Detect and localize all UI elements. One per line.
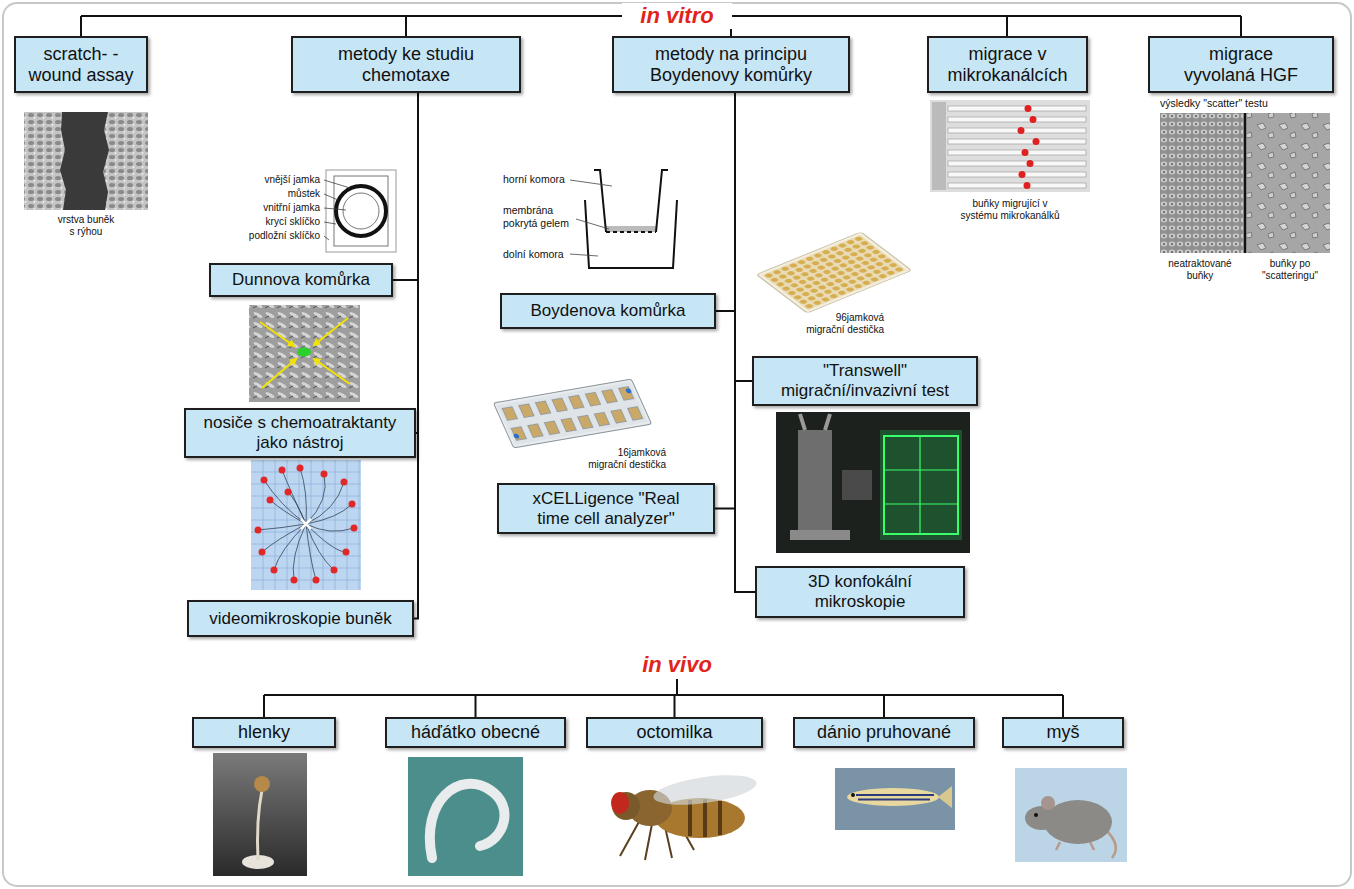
- figure-label: podložní sklíčko: [220, 230, 320, 242]
- box-text: videomikroskopie buněk: [209, 609, 391, 629]
- method-box: 3D konfokální mikroskopie: [755, 566, 965, 618]
- tree-lines: [81, 16, 1241, 717]
- cell-migration-photo: [249, 305, 360, 402]
- method-box: octomilka: [586, 717, 763, 748]
- figure-label: 96jamková migrační destička: [800, 312, 884, 336]
- microchannel-image: [930, 100, 1090, 192]
- figure-label: buňky po "scatteringu": [1254, 258, 1326, 282]
- box-text: Dunnova komůrka: [232, 270, 370, 290]
- method-box: migrace vyvolaná HGF: [1148, 36, 1334, 93]
- box-text: nosiče s chemoatraktanty jako nástroj: [195, 413, 405, 452]
- box-text: "Transwell" migrační/invazivní test: [770, 361, 960, 400]
- section-heading: in vitro: [622, 3, 732, 29]
- tree-connector: [735, 93, 755, 592]
- box-text: migrace vyvolaná HGF: [1181, 44, 1301, 85]
- method-box: xCELLigence "Real time cell analyzer": [497, 483, 715, 534]
- box-text: xCELLigence "Real time cell analyzer": [526, 489, 686, 528]
- box-text: Boydenova komůrka: [531, 301, 686, 321]
- plate-96-well: [756, 232, 911, 313]
- slime-mold-photo: [213, 753, 307, 876]
- method-box: "Transwell" migrační/invazivní test: [752, 356, 978, 406]
- boyden-chamber-drawing: [570, 170, 677, 268]
- tree-connector: [414, 93, 418, 619]
- method-box: videomikroskopie buněk: [187, 600, 414, 637]
- frame: [3, 3, 1351, 886]
- tree-connector: [393, 93, 418, 280]
- dunn-chamber-drawing: [324, 170, 396, 252]
- method-box: Dunnova komůrka: [209, 263, 393, 297]
- box-text: dánio pruhované: [817, 722, 951, 743]
- nematode-photo: [408, 757, 523, 876]
- mouse-photo: [1015, 768, 1127, 862]
- tree-connector: [716, 93, 735, 311]
- box-text: 3D konfokální mikroskopie: [785, 572, 935, 611]
- method-box: migrace v mikrokanálcích: [927, 36, 1088, 93]
- method-box: háďátko obecné: [385, 717, 566, 748]
- method-box: dánio pruhované: [793, 717, 975, 748]
- box-text: octomilka: [636, 722, 712, 743]
- figure-label: výsledky "scatter" testu: [1160, 97, 1330, 110]
- zebrafish-photo: [835, 768, 955, 830]
- method-box: nosiče s chemoatraktanty jako nástroj: [184, 408, 416, 458]
- method-box: metody na principu Boydenovy komůrky: [612, 36, 850, 93]
- figure-label: vnější jamka: [220, 174, 320, 186]
- figure-label: vnitřní jamka: [220, 202, 320, 214]
- box-text: migrace v mikrokanálcích: [939, 44, 1077, 85]
- box-text: hlenky: [238, 722, 290, 743]
- confocal-microscope-photo: [776, 412, 970, 553]
- box-text: háďátko obecné: [411, 722, 540, 743]
- tree-connector: [735, 93, 752, 381]
- figure-label: neatraktované buňky: [1164, 258, 1236, 282]
- box-text: metody na principu Boydenovy komůrky: [631, 44, 831, 85]
- plate-16-well: [493, 379, 651, 448]
- method-box: Boydenova komůrka: [500, 293, 716, 329]
- fruit-fly-photo: [611, 770, 758, 860]
- box-text: metody ke studiu chemotaxe: [321, 44, 491, 85]
- figure-label: můstek: [220, 188, 320, 200]
- box-text: myš: [1047, 722, 1080, 743]
- figure-label: buňky migrující v systému mikrokanálků: [960, 198, 1060, 222]
- scratch-image: [24, 112, 148, 210]
- tracking-plot: [251, 460, 361, 590]
- section-heading: in vivo: [627, 652, 727, 678]
- method-box: myš: [1002, 717, 1124, 748]
- figure-label: krycí sklíčko: [220, 216, 320, 228]
- tree-connector: [715, 93, 735, 509]
- figure-label: dolní komora: [503, 248, 583, 261]
- scatter-test-images: [1160, 113, 1330, 253]
- method-box: scratch- -wound assay: [14, 36, 148, 93]
- box-text: scratch- -wound assay: [24, 44, 138, 85]
- figure-label: vrstva buněk s rýhou: [56, 214, 116, 238]
- method-box: metody ke studiu chemotaxe: [291, 36, 521, 93]
- figure-label: horní komora: [503, 173, 583, 186]
- figure-label: 16jamková migrační destička: [582, 447, 666, 471]
- figure-label: membrána pokrytá gelem: [503, 204, 575, 229]
- method-box: hlenky: [192, 717, 336, 748]
